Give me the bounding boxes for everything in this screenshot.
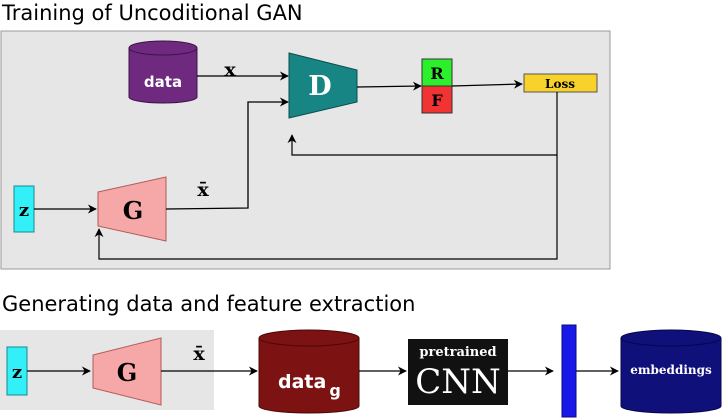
generator-block-bottom: G [92, 337, 162, 406]
z-input-box-bottom: z [6, 346, 28, 396]
generation-title: Generating data and feature extraction [2, 292, 415, 316]
generator-block: G [97, 176, 167, 242]
loss-to-g-feedback-arrow [94, 155, 558, 260]
data-database: data [128, 40, 198, 104]
feature-vector-bar [561, 324, 577, 418]
xbar-label-bottom: x̄ [193, 343, 205, 365]
fake-box: F [421, 85, 453, 114]
embeddings-label: embeddings [630, 363, 712, 377]
real-label: R [430, 64, 444, 83]
loss-box: Loss [523, 73, 598, 93]
cnn-box: pretrained CNN [408, 339, 508, 405]
fake-label: F [431, 91, 443, 110]
training-title: Training of Uncoditional GAN [1, 1, 303, 25]
generator-label-bottom: G [117, 358, 138, 387]
cnn-pretrained-label: pretrained [419, 345, 496, 360]
z-label-bottom: z [12, 362, 22, 383]
discriminator-block: D [288, 52, 358, 119]
data-label: data [144, 73, 182, 91]
xbar-label: x̄ [197, 179, 209, 201]
embeddings-database: embeddings [620, 329, 722, 414]
loss-label: Loss [545, 77, 575, 91]
x-label: x [224, 59, 236, 81]
loss-to-d-feedback-arrow [287, 92, 558, 156]
z-input-box: z [13, 185, 35, 233]
cnn-main-label: CNN [415, 362, 501, 402]
generator-label: G [123, 196, 144, 225]
discriminator-label: D [308, 71, 331, 102]
g-to-d-arrow [165, 97, 289, 210]
real-box: R [421, 58, 453, 87]
output-to-loss-arrow [451, 79, 523, 89]
d-to-output-arrow [356, 81, 422, 91]
z-label: z [19, 200, 29, 221]
